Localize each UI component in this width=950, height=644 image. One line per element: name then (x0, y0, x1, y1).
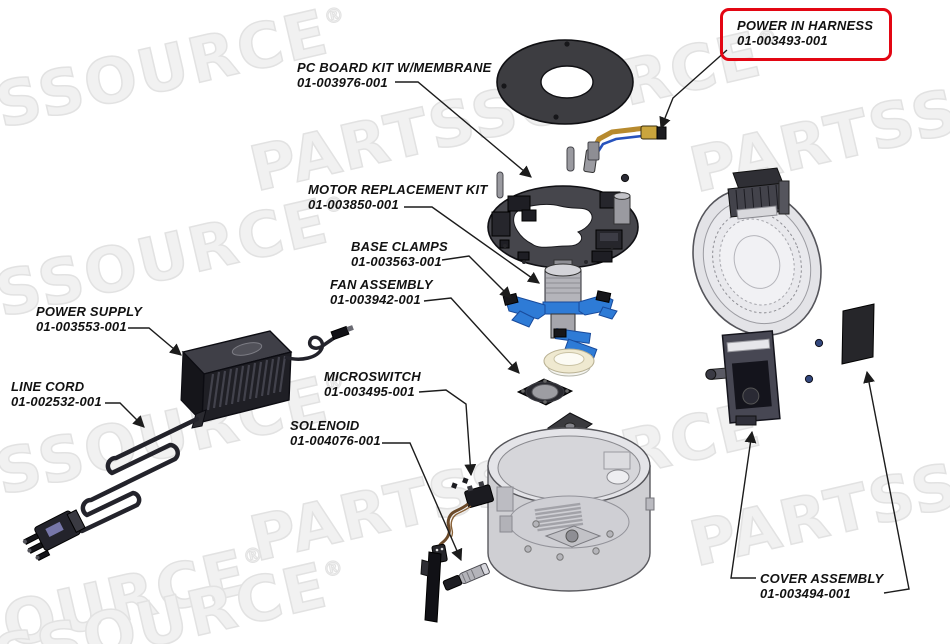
leader-lines (105, 49, 910, 594)
part-name: SOLENOID (290, 418, 360, 433)
callout-power-in-harness[interactable]: POWER IN HARNESS 01-003493-001 (720, 8, 892, 61)
part-number: 01-004076-001 (290, 432, 381, 448)
callout-cover-assembly[interactable]: COVER ASSEMBLY 01-003494-001 (760, 571, 884, 602)
part-name: MICROSWITCH (324, 369, 421, 384)
callout-power-supply[interactable]: POWER SUPPLY 01-003553-001 (36, 304, 143, 335)
callout-pc-board-kit[interactable]: PC BOARD KIT W/MEMBRANE 01-003976-001 (297, 60, 492, 91)
retainer-ring-graphic (543, 348, 595, 377)
part-number: 01-002532-001 (11, 393, 102, 409)
membrane-disc-graphic[interactable] (496, 39, 634, 125)
microswitch-graphic[interactable] (431, 477, 494, 564)
base-cylinder-graphic[interactable] (487, 427, 655, 592)
callout-fan-assembly[interactable]: FAN ASSEMBLY 01-003942-001 (330, 277, 433, 308)
motor-graphic[interactable] (542, 259, 584, 339)
part-number: 01-003976-001 (297, 74, 388, 90)
part-number: 01-003553-001 (36, 318, 127, 334)
callout-microswitch[interactable]: MICROSWITCH 01-003495-001 (324, 369, 421, 400)
part-number: 01-003942-001 (330, 291, 421, 307)
part-number: 01-003494-001 (760, 585, 851, 601)
callout-line-cord[interactable]: LINE CORD 01-002532-001 (11, 379, 102, 410)
callout-base-clamps[interactable]: BASE CLAMPS 01-003563-001 (351, 239, 448, 270)
solenoid-graphic[interactable] (420, 551, 490, 623)
part-number: 01-003563-001 (351, 253, 442, 269)
part-name: LINE CORD (11, 379, 85, 394)
part-number: 01-003495-001 (324, 383, 415, 399)
callout-solenoid[interactable]: SOLENOID 01-004076-001 (290, 418, 381, 449)
callout-motor-kit[interactable]: MOTOR REPLACEMENT KIT 01-003850-001 (308, 182, 488, 213)
part-name: POWER SUPPLY (36, 304, 143, 319)
power-supply-graphic[interactable] (180, 325, 354, 429)
part-name: PC BOARD KIT W/MEMBRANE (297, 60, 492, 75)
screw-pins-graphic (496, 141, 630, 199)
cover-gasket-pad-graphic[interactable] (804, 303, 875, 384)
part-number: 01-003493-001 (737, 32, 828, 48)
pc-board-graphic[interactable] (487, 185, 639, 269)
part-name: BASE CLAMPS (351, 239, 448, 254)
part-name: MOTOR REPLACEMENT KIT (308, 182, 488, 197)
line-cord-graphic[interactable] (19, 416, 200, 563)
part-number: 01-003850-001 (308, 196, 399, 212)
cover-assembly-graphic[interactable] (671, 167, 842, 426)
part-label: POWER IN HARNESS 01-003493-001 (737, 18, 874, 49)
part-name: POWER IN HARNESS (737, 18, 874, 33)
part-name: COVER ASSEMBLY (760, 571, 884, 586)
part-name: FAN ASSEMBLY (330, 277, 433, 292)
fan-graphic[interactable] (516, 378, 574, 406)
